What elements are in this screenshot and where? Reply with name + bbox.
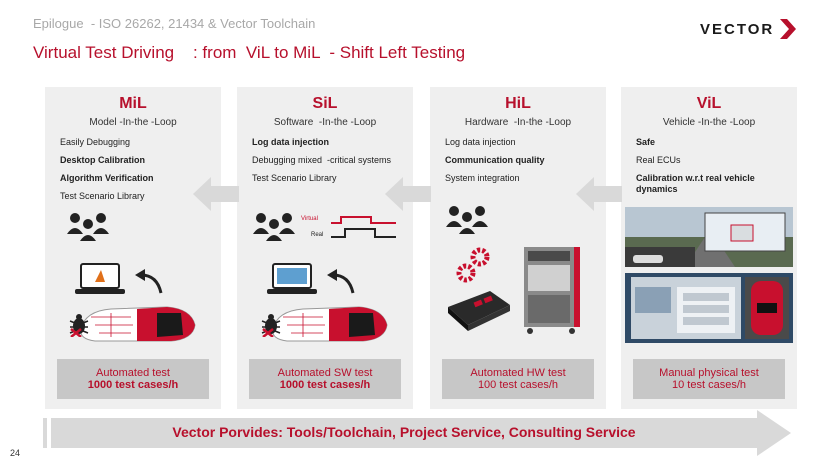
result-line1: Automated SW test	[277, 367, 373, 379]
list-item: Easily Debugging	[60, 137, 131, 147]
real-label: Real	[311, 232, 324, 238]
card-vil: ViL Vehicle -In-the -Loop Safe Real ECUs…	[621, 87, 797, 409]
result-line2: 1000 test cases/h	[87, 379, 179, 391]
people-icon	[67, 213, 109, 241]
card-heading: HiL	[505, 95, 531, 112]
list-item: Desktop Calibration	[60, 155, 146, 165]
list-item: Debugging mixed -critical systems	[252, 155, 392, 165]
curved-arrow-icon	[135, 269, 163, 294]
card-subheading: Vehicle -In-the -Loop	[662, 117, 756, 128]
list-item: Calibration w.r.t real vehicle dynamics	[636, 173, 758, 194]
result-box: Automated SW test 1000 test cases/h	[249, 359, 401, 399]
card-list: Easily Debugging Desktop Calibration Alg…	[60, 137, 210, 209]
page-number: 24	[10, 448, 21, 458]
result-line1: Manual physical test	[659, 367, 759, 379]
result-line2: 1000 test cases/h	[279, 379, 371, 391]
card-hil: HiL Hardware -In-the -Loop Log data inje…	[430, 87, 606, 409]
slide-title: Virtual Test Driving : from ViL to MiL -…	[33, 43, 466, 62]
card-sil: SiL Software -In-the -Loop Log data inje…	[237, 87, 413, 409]
left-arrow-icon	[385, 177, 431, 211]
people-icon	[253, 213, 295, 241]
footer-banner: Vector Porvides: Tools/Toolchain, Projec…	[39, 410, 791, 456]
list-item: System integration	[445, 173, 520, 183]
signal-waveform-icon	[331, 216, 396, 238]
bug-icon	[261, 314, 281, 337]
car-diagram-icon	[272, 306, 388, 342]
bug-icon	[69, 314, 89, 337]
card-subheading: Model -In-the -Loop	[89, 117, 177, 128]
result-line1: Automated test	[96, 367, 170, 379]
result-line2: 100 test cases/h	[477, 379, 559, 391]
footer-text: Vector Porvides: Tools/Toolchain, Projec…	[172, 424, 636, 440]
hil-rack-icon	[524, 247, 580, 334]
result-box: Automated HW test 100 test cases/h	[442, 359, 594, 399]
list-item: Algorithm Verification	[60, 173, 154, 183]
left-arrow-icon	[193, 177, 239, 211]
card-subheading: Software -In-the -Loop	[273, 117, 377, 128]
laptop-icon	[75, 263, 125, 294]
list-item: Communication quality	[445, 155, 545, 165]
result-box: Automated test 1000 test cases/h	[57, 359, 209, 399]
car-diagram-icon	[80, 306, 196, 342]
card-heading: ViL	[696, 95, 722, 112]
left-arrow-icon	[576, 177, 622, 211]
result-line2: 10 test cases/h	[672, 379, 746, 391]
vehicle-test-photo	[625, 273, 793, 343]
logo-text: VECTOR	[700, 20, 775, 38]
driving-photo	[625, 207, 793, 267]
card-heading: SiL	[312, 95, 338, 112]
vector-logo: VECTOR	[700, 18, 797, 40]
result-line1: Automated HW test	[470, 367, 566, 379]
logo-chevron-icon	[780, 19, 797, 39]
card-list: Safe Real ECUs Calibration w.r.t real ve…	[636, 137, 786, 202]
people-icon	[446, 206, 488, 234]
laptop-icon	[267, 263, 317, 294]
card-list: Log data injection Communication quality…	[445, 137, 595, 191]
card-heading: MiL	[119, 95, 147, 112]
list-item: Test Scenario Library	[252, 173, 337, 183]
curved-arrow-icon	[327, 269, 355, 294]
list-item: Test Scenario Library	[60, 191, 145, 201]
list-item: Log data injection	[252, 137, 330, 147]
card-subheading: Hardware -In-the -Loop	[464, 117, 572, 128]
card-mil: MiL Model -In-the -Loop Easily Debugging…	[45, 87, 221, 409]
virtual-label: Virtual	[301, 216, 318, 222]
banner-arrow-icon	[39, 410, 791, 456]
list-item: Real ECUs	[636, 155, 681, 165]
signal-diagram: Virtual Real	[301, 213, 401, 243]
card-list: Log data injection Debugging mixed -crit…	[252, 137, 402, 191]
gears-icon	[456, 247, 490, 283]
list-item: Log data injection	[445, 137, 516, 147]
slide-subtitle: Epilogue - ISO 26262, 21434 & Vector Too…	[33, 16, 316, 31]
list-item: Safe	[636, 137, 656, 147]
result-box: Manual physical test 10 test cases/h	[633, 359, 785, 399]
ecu-device-icon	[448, 291, 510, 331]
